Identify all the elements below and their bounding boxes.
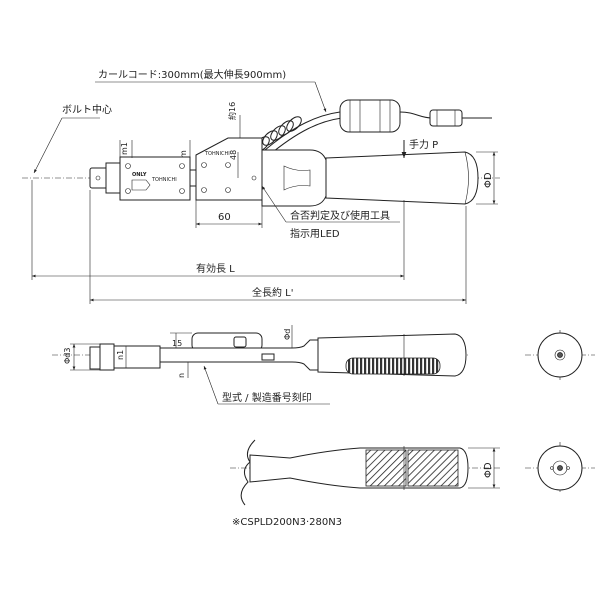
side-view: Φd3 n1 15 n Φd 型式 / 製造番号刻印 <box>52 325 595 405</box>
dim-phid-label: Φd <box>283 329 292 340</box>
square-drive <box>89 162 121 194</box>
dim-phid3-label: Φd3 <box>63 348 72 364</box>
curl-cord-label: カールコード:300mm(最大伸長900mm) <box>98 68 286 81</box>
alt-grip-view: ΦD ※CSPLD200N3·280N3 <box>230 439 595 528</box>
indicator-led-label: 指示用LED <box>290 227 340 240</box>
side-led-window <box>261 353 275 361</box>
dim-n1-label: n1 <box>116 350 125 360</box>
overall-length-label: 全長約 L' <box>252 286 294 299</box>
head-body: ONLY TOHNICHI <box>119 156 199 201</box>
dim-phiD-label: ΦD <box>483 172 494 188</box>
side-grip-ribs <box>345 357 441 375</box>
models-note: ※CSPLD200N3·280N3 <box>232 517 342 528</box>
bolt-center-label: ボルト中心 <box>62 103 112 116</box>
hand-force-label: 手力 P <box>409 138 438 151</box>
curl-cord <box>246 99 492 158</box>
knurl-band-2 <box>407 449 459 487</box>
brand-mark-sensor: TOHNICHI <box>204 151 230 157</box>
only-mark: ONLY <box>132 172 147 178</box>
end-view-bottom <box>525 442 595 494</box>
cord-connector <box>429 109 463 127</box>
sensor-block: TOHNICHI <box>195 137 269 201</box>
go-nogo-label: 合否判定及び使用工具 <box>290 209 390 222</box>
knurl-band-1 <box>365 449 407 487</box>
dim-m-label: m <box>179 150 188 158</box>
wrench-shaft-top <box>261 149 327 207</box>
dim-m1-label: m1 <box>120 142 129 155</box>
dim-phiD2-label: ΦD <box>483 462 494 478</box>
grip-top <box>325 151 479 205</box>
top-view: カールコード:300mm(最大伸長900mm) <box>22 68 500 304</box>
dim-48-label: 48 <box>229 150 238 160</box>
dim-15-label: 15 <box>172 339 182 348</box>
effective-length-label: 有効長 L <box>196 262 235 275</box>
break-line <box>240 439 256 506</box>
model-mark-label: 型式 / 製造番号刻印 <box>222 391 312 404</box>
dim-n-label: n <box>177 373 186 378</box>
brand-mark-head: TOHNICHI <box>151 177 177 183</box>
dim-60-label: 60 <box>218 212 231 223</box>
curl-cord-callout: カールコード:300mm(最大伸長900mm) <box>95 68 327 113</box>
end-view-top <box>525 330 595 380</box>
dim-approx16-label: 約16 <box>227 102 237 120</box>
cord-coil <box>339 99 401 133</box>
